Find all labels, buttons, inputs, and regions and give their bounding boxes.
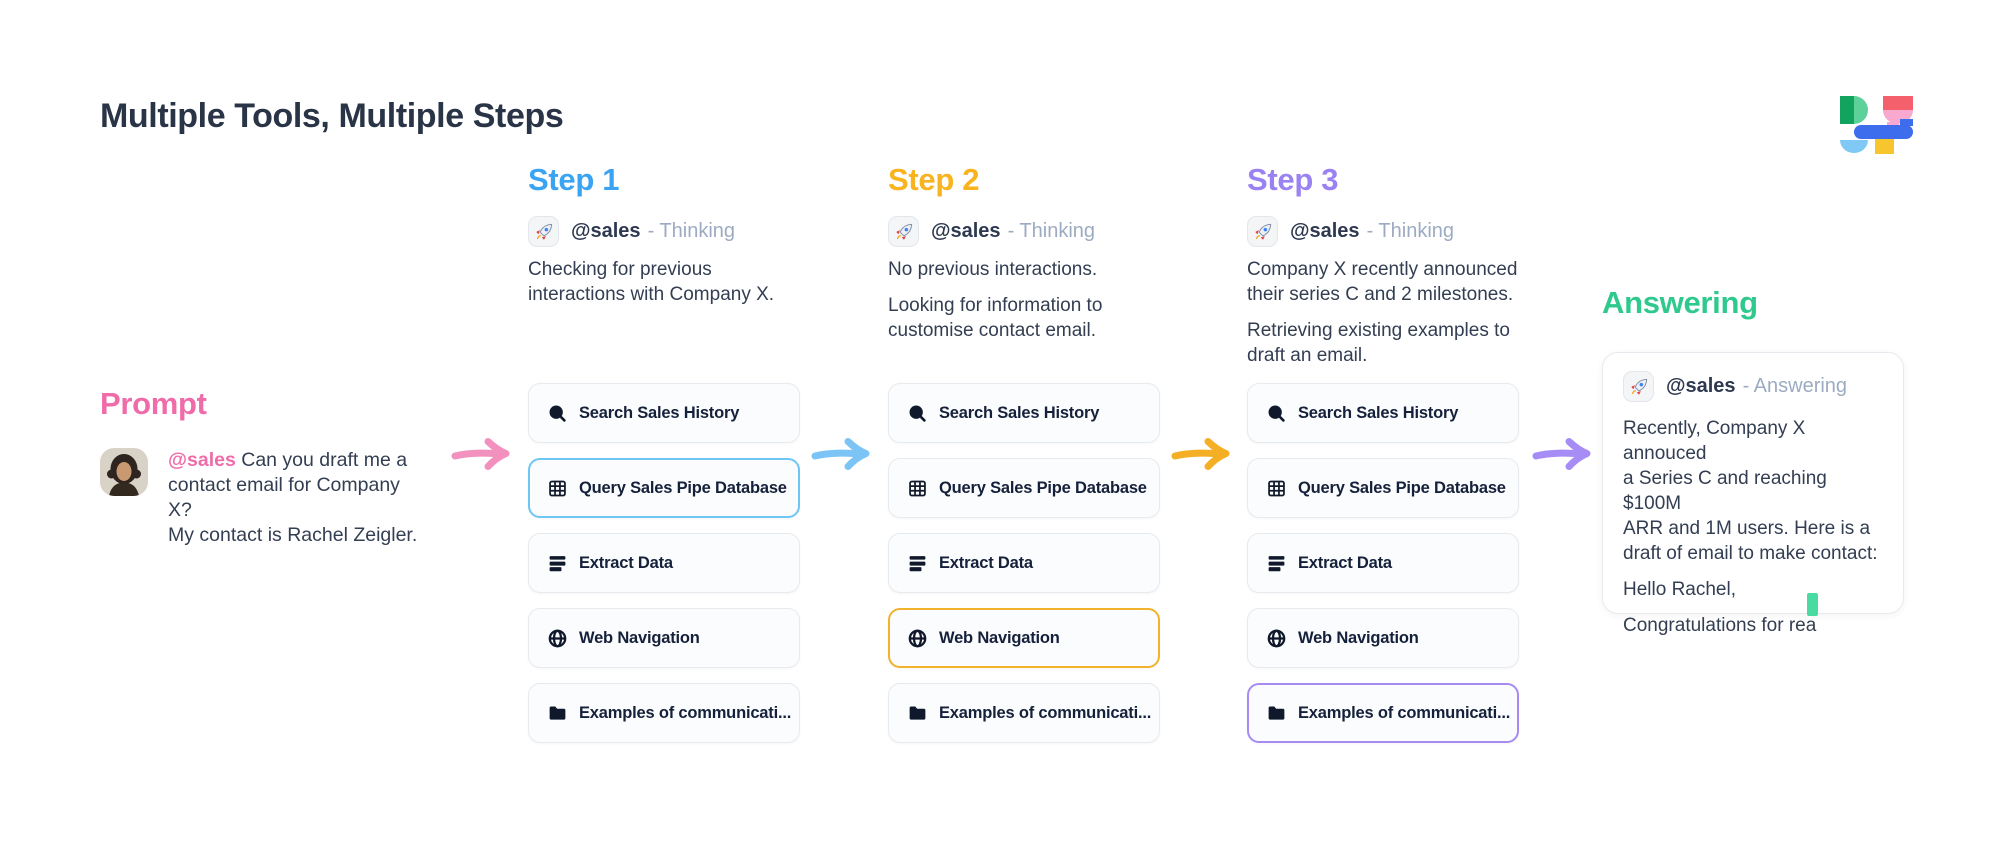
- answer-body: Recently, Company X annouced a Series C …: [1623, 416, 1883, 638]
- thought-paragraph: Retrieving existing examples to draft an…: [1247, 320, 1510, 366]
- step-2-thoughts: No previous interactions. Looking for in…: [888, 257, 1164, 354]
- tool-label: Query Sales Pipe Database: [1298, 478, 1506, 497]
- tool-card-web-navigation[interactable]: Web Navigation: [1247, 608, 1519, 668]
- tool-card-search-sales-history[interactable]: Search Sales History: [528, 383, 800, 443]
- step-3-tools: Search Sales History Query Sales Pipe Da…: [1247, 383, 1519, 758]
- agent-name: @sales: [571, 220, 641, 242]
- step-1-label: Step 1: [528, 162, 620, 197]
- agent-status: - Answering: [1742, 375, 1848, 397]
- step-2-tools: Search Sales History Query Sales Pipe Da…: [888, 383, 1160, 758]
- agent-status: - Thinking: [1366, 220, 1455, 242]
- prompt-message: @sales Can you draft me a contact email …: [100, 448, 420, 548]
- table-icon: [907, 478, 928, 499]
- tool-card-examples-of-communication[interactable]: Examples of communicati...: [1247, 683, 1519, 743]
- tool-label: Examples of communicati...: [579, 703, 792, 722]
- prompt-text-body: Can you draft me a contact email for Com…: [168, 449, 418, 546]
- step-2-label: Step 2: [888, 162, 980, 197]
- rocket-agent-icon: [1623, 371, 1654, 402]
- tool-label: Query Sales Pipe Database: [579, 478, 787, 497]
- agent-name: @sales: [1666, 375, 1736, 397]
- table-icon: [1266, 478, 1287, 499]
- page-title: Multiple Tools, Multiple Steps: [100, 97, 564, 135]
- globe-icon: [1266, 628, 1287, 649]
- tool-label: Examples of communicati...: [1298, 703, 1511, 722]
- tool-card-web-navigation[interactable]: Web Navigation: [888, 608, 1160, 668]
- tool-label: Search Sales History: [939, 403, 1100, 422]
- rows-icon: [907, 553, 928, 574]
- rocket-agent-icon: [1247, 216, 1278, 247]
- folder-icon: [907, 703, 928, 724]
- agent-row: @sales - Thinking: [888, 216, 1095, 247]
- search-icon: [907, 403, 928, 424]
- tool-card-query-sales-pipe-database[interactable]: Query Sales Pipe Database: [1247, 458, 1519, 518]
- tool-card-query-sales-pipe-database[interactable]: Query Sales Pipe Database: [888, 458, 1160, 518]
- tool-card-search-sales-history[interactable]: Search Sales History: [888, 383, 1160, 443]
- step-3-label: Step 3: [1247, 162, 1339, 197]
- rows-icon: [1266, 553, 1287, 574]
- thought-paragraph: Company X recently announced their serie…: [1247, 259, 1518, 305]
- search-icon: [1266, 403, 1287, 424]
- dust-logo: [1840, 96, 1914, 156]
- tool-label: Extract Data: [1298, 553, 1392, 572]
- answer-paragraph: Hello Rachel,: [1623, 579, 1736, 600]
- tool-card-query-sales-pipe-database[interactable]: Query Sales Pipe Database: [528, 458, 800, 518]
- tool-card-web-navigation[interactable]: Web Navigation: [528, 608, 800, 668]
- tool-card-examples-of-communication[interactable]: Examples of communicati...: [888, 683, 1160, 743]
- agent-row: @sales - Thinking: [1247, 216, 1454, 247]
- table-icon: [547, 478, 568, 499]
- tool-label: Web Navigation: [1298, 628, 1419, 647]
- step-1-tools: Search Sales History Query Sales Pipe Da…: [528, 383, 800, 758]
- tool-label: Search Sales History: [579, 403, 740, 422]
- tool-label: Extract Data: [579, 553, 673, 572]
- prompt-heading: Prompt: [100, 386, 207, 421]
- agent-status: - Thinking: [1007, 220, 1096, 242]
- agent-name: @sales: [1290, 220, 1360, 242]
- arrow-step2-to-step3: [1170, 433, 1236, 475]
- tool-card-extract-data[interactable]: Extract Data: [1247, 533, 1519, 593]
- answer-paragraph: Congratulations for rea: [1623, 615, 1817, 636]
- globe-icon: [547, 628, 568, 649]
- tool-label: Web Navigation: [939, 628, 1060, 647]
- arrow-step3-to-answering: [1531, 433, 1597, 475]
- tool-card-extract-data[interactable]: Extract Data: [888, 533, 1160, 593]
- step-3-thoughts: Company X recently announced their serie…: [1247, 257, 1523, 379]
- arrow-prompt-to-step1: [450, 433, 516, 475]
- agent-name: @sales: [931, 220, 1001, 242]
- tool-label: Extract Data: [939, 553, 1033, 572]
- rocket-agent-icon: [528, 216, 559, 247]
- rows-icon: [547, 553, 568, 574]
- tool-label: Query Sales Pipe Database: [939, 478, 1147, 497]
- tool-card-extract-data[interactable]: Extract Data: [528, 533, 800, 593]
- thought-paragraph: Looking for information to customise con…: [888, 295, 1103, 341]
- thought-paragraph: No previous interactions.: [888, 259, 1098, 280]
- thought-paragraph: Checking for previous interactions with …: [528, 259, 775, 305]
- folder-icon: [547, 703, 568, 724]
- tool-label: Examples of communicati...: [939, 703, 1152, 722]
- agent-status: - Thinking: [647, 220, 736, 242]
- answer-card: @sales - Answering Recently, Company X a…: [1602, 352, 1904, 636]
- user-avatar: [100, 448, 148, 496]
- folder-icon: [1266, 703, 1287, 724]
- agent-mention: @sales: [168, 449, 236, 471]
- agent-row: @sales - Thinking: [528, 216, 735, 247]
- tool-label: Web Navigation: [579, 628, 700, 647]
- tool-card-search-sales-history[interactable]: Search Sales History: [1247, 383, 1519, 443]
- answering-heading: Answering: [1602, 285, 1758, 320]
- prompt-text: @sales Can you draft me a contact email …: [168, 448, 420, 548]
- answer-paragraph: Recently, Company X annouced a Series C …: [1623, 418, 1878, 564]
- search-icon: [547, 403, 568, 424]
- globe-icon: [907, 628, 928, 649]
- arrow-step1-to-step2: [810, 433, 876, 475]
- typing-cursor: [1807, 593, 1818, 616]
- agent-row: @sales - Answering: [1623, 371, 1883, 402]
- tool-label: Search Sales History: [1298, 403, 1459, 422]
- step-1-thoughts: Checking for previous interactions with …: [528, 257, 804, 318]
- tool-card-examples-of-communication[interactable]: Examples of communicati...: [528, 683, 800, 743]
- rocket-agent-icon: [888, 216, 919, 247]
